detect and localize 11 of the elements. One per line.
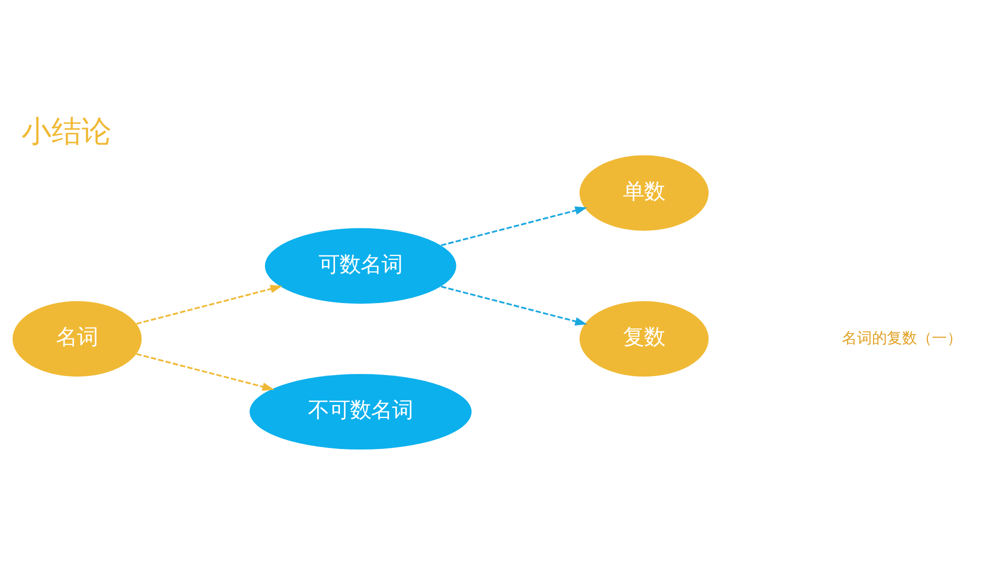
arrow xyxy=(136,353,274,391)
node-ellipse: 可数名词 xyxy=(264,228,456,304)
node-ellipse: 不可数名词 xyxy=(250,374,472,450)
node-ellipse: 复数 xyxy=(580,301,709,377)
arrow xyxy=(440,286,588,326)
caption: 名词的复数（一） xyxy=(842,328,962,347)
arrow xyxy=(440,206,588,246)
diagram-title: 小结论 xyxy=(21,114,112,150)
node-ellipse: 名词 xyxy=(12,301,142,377)
node-ellipse: 单数 xyxy=(580,155,709,231)
arrow xyxy=(136,284,282,325)
